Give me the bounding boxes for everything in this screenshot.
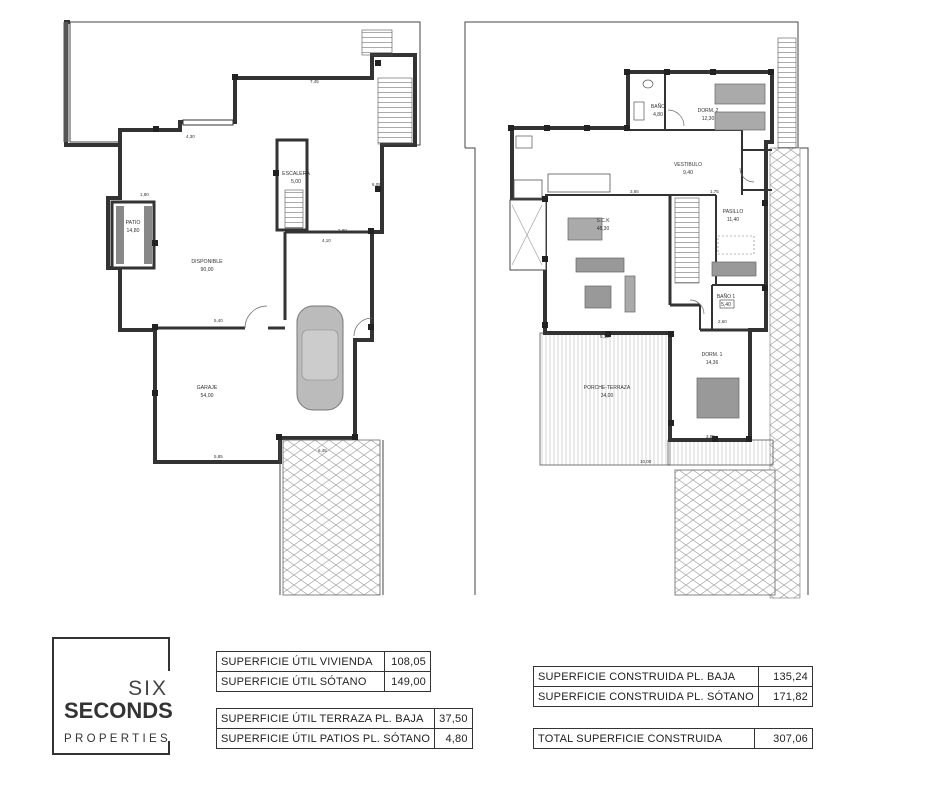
logo-frame bbox=[52, 637, 170, 755]
svg-text:2,90: 2,90 bbox=[338, 228, 347, 233]
room-label-pasillo: PASILLO bbox=[723, 209, 744, 215]
room-area-escalera: 5,00 bbox=[291, 179, 301, 185]
svg-text:5,35: 5,35 bbox=[600, 334, 609, 339]
svg-text:3,65: 3,65 bbox=[630, 189, 639, 194]
room-label-escalera: ESCALERA bbox=[282, 171, 310, 177]
room-label-garaje: GARAJE bbox=[197, 385, 218, 391]
svg-text:3,85: 3,85 bbox=[706, 434, 715, 439]
svg-text:6,05: 6,05 bbox=[372, 182, 381, 187]
table-cell-label: TOTAL SUPERFICIE CONSTRUIDA bbox=[533, 728, 755, 749]
svg-text:6,45: 6,45 bbox=[318, 448, 327, 453]
room-area-patio: 14,80 bbox=[127, 228, 140, 234]
table-total-construida: TOTAL SUPERFICIE CONSTRUIDA 307,06 bbox=[533, 728, 814, 749]
table-cell-label: SUPERFICIE CONSTRUIDA PL. SÓTANO bbox=[533, 686, 759, 707]
table-cell-label: SUPERFICIE ÚTIL VIVIENDA bbox=[216, 651, 385, 672]
room-area-porche: 34,00 bbox=[601, 393, 614, 399]
plan-sotano: 7,45 4,30 1,80 2,90 4,10 5,40 5,85 6,45 … bbox=[63, 20, 421, 596]
table-cell-label: SUPERFICIE ÚTIL SÓTANO bbox=[216, 671, 385, 692]
svg-text:4,30: 4,30 bbox=[186, 134, 195, 139]
table-cell-value: 135,24 bbox=[757, 666, 814, 687]
table-construida: SUPERFICIE CONSTRUIDA PL. BAJA 135,24 SU… bbox=[533, 666, 814, 707]
room-area-vestibulo: 9,40 bbox=[683, 170, 693, 176]
table-cell-label: SUPERFICIE ÚTIL TERRAZA PL. BAJA bbox=[215, 708, 436, 729]
svg-text:5,85: 5,85 bbox=[214, 454, 223, 459]
room-label-vestibulo: VESTIBULO bbox=[674, 162, 702, 168]
table-row: SUPERFICIE ÚTIL PATIOS PL. SÓTANO 4,80 bbox=[215, 728, 473, 749]
logo-text-seconds: SECONDS bbox=[64, 698, 173, 723]
room-area-garaje: 54,00 bbox=[201, 393, 214, 399]
table-cell-label: SUPERFICIE CONSTRUIDA PL. BAJA bbox=[533, 666, 759, 687]
table-row: SUPERFICIE ÚTIL SÓTANO 149,00 bbox=[216, 671, 432, 692]
room-label-bano1: BAÑO 1 bbox=[717, 293, 736, 300]
table-cell-value: 4,80 bbox=[434, 728, 473, 749]
room-label-disponible: DISPONIBLE bbox=[191, 259, 223, 265]
room-area-disponible: 90,00 bbox=[201, 267, 214, 273]
table-cell-value: 171,82 bbox=[757, 686, 814, 707]
floor-plans: 7,45 4,30 1,80 2,90 4,10 5,40 5,85 6,45 … bbox=[63, 20, 809, 599]
table-cell-label: SUPERFICIE ÚTIL PATIOS PL. SÓTANO bbox=[215, 728, 436, 749]
svg-text:4,10: 4,10 bbox=[322, 238, 331, 243]
svg-text:2,60: 2,60 bbox=[718, 319, 727, 324]
table-row: SUPERFICIE ÚTIL VIVIENDA 108,05 bbox=[216, 651, 432, 672]
table-util-terraza-patios: SUPERFICIE ÚTIL TERRAZA PL. BAJA 37,50 S… bbox=[215, 708, 473, 749]
room-label-porche: PORCHE-TERRAZA bbox=[584, 385, 631, 391]
room-label-bano: BAÑO bbox=[651, 103, 665, 110]
room-area-bano1: 5,40 bbox=[721, 302, 731, 308]
room-area-sck: 48,30 bbox=[597, 226, 610, 232]
table-cell-value: 108,05 bbox=[383, 651, 432, 672]
room-area-dorm1: 14,36 bbox=[706, 360, 719, 366]
table-cell-value: 149,00 bbox=[383, 671, 432, 692]
svg-text:5,40: 5,40 bbox=[214, 318, 223, 323]
room-area-dorm2: 12,30 bbox=[702, 116, 715, 122]
svg-text:7,45: 7,45 bbox=[310, 79, 319, 84]
table-row: SUPERFICIE CONSTRUIDA PL. SÓTANO 171,82 bbox=[533, 686, 814, 707]
room-label-patio: PATIO bbox=[126, 220, 141, 226]
room-label-dorm1: DORM. 1 bbox=[702, 352, 723, 358]
table-cell-value: 37,50 bbox=[434, 708, 473, 729]
room-label-sck: S.C.K bbox=[596, 218, 610, 224]
room-area-pasillo: 11,40 bbox=[727, 217, 739, 223]
table-util-vivienda-sotano: SUPERFICIE ÚTIL VIVIENDA 108,05 SUPERFIC… bbox=[216, 651, 432, 692]
company-logo: SIX SECONDS PROPERTIES bbox=[52, 637, 173, 757]
room-label-dorm2: DORM. 2 bbox=[698, 108, 719, 114]
table-cell-value: 307,06 bbox=[753, 728, 814, 749]
logo-text-six: SIX bbox=[128, 677, 168, 700]
svg-text:1,80: 1,80 bbox=[140, 192, 149, 197]
svg-text:10,00: 10,00 bbox=[640, 459, 652, 464]
table-row: TOTAL SUPERFICIE CONSTRUIDA 307,06 bbox=[533, 728, 814, 749]
svg-text:1,75: 1,75 bbox=[710, 189, 719, 194]
logo-text-properties: PROPERTIES bbox=[64, 733, 171, 745]
table-row: SUPERFICIE ÚTIL TERRAZA PL. BAJA 37,50 bbox=[215, 708, 473, 729]
plan-baja: 5,35 3,85 10,00 3,65 1,75 2,60 BAÑO 4,80… bbox=[464, 21, 809, 599]
room-area-bano: 4,80 bbox=[653, 112, 663, 118]
table-row: SUPERFICIE CONSTRUIDA PL. BAJA 135,24 bbox=[533, 666, 814, 687]
